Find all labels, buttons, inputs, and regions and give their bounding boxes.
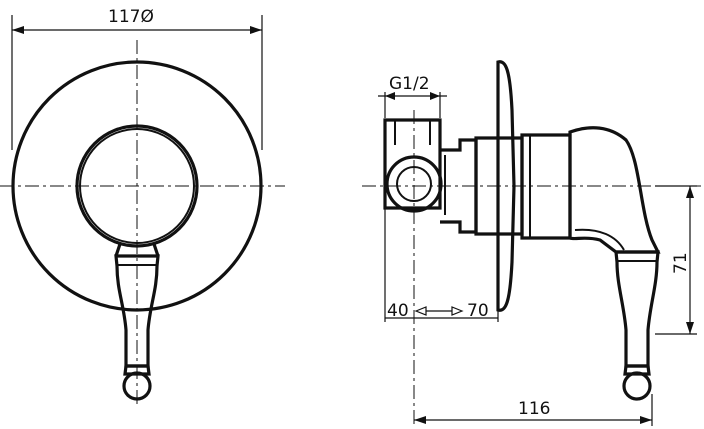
thread-label: G1/2: [389, 74, 430, 94]
diameter-dimension: 117Ø: [11, 7, 263, 150]
length-dimension: 116: [414, 394, 653, 426]
front-view: 117Ø: [0, 7, 285, 405]
side-view: G1/2 40: [362, 60, 704, 426]
side-ceramic-handle: [614, 250, 660, 368]
height-label: 71: [671, 252, 691, 274]
lever-body: [568, 126, 661, 254]
height-dimension: 71: [655, 185, 697, 335]
diameter-label: 117Ø: [108, 7, 154, 27]
plate-profile: [496, 60, 516, 312]
depth-dimension: 40 70: [384, 208, 499, 322]
side-handle-knob: [622, 371, 652, 401]
lever-neck: [114, 243, 160, 257]
depth-min-label: 40: [387, 301, 409, 321]
inlet-tube: [383, 118, 442, 210]
depth-max-label: 70: [467, 301, 489, 321]
length-label: 116: [518, 399, 550, 419]
handle-end-cap: [123, 364, 151, 376]
thread-dimension: G1/2: [378, 74, 447, 118]
